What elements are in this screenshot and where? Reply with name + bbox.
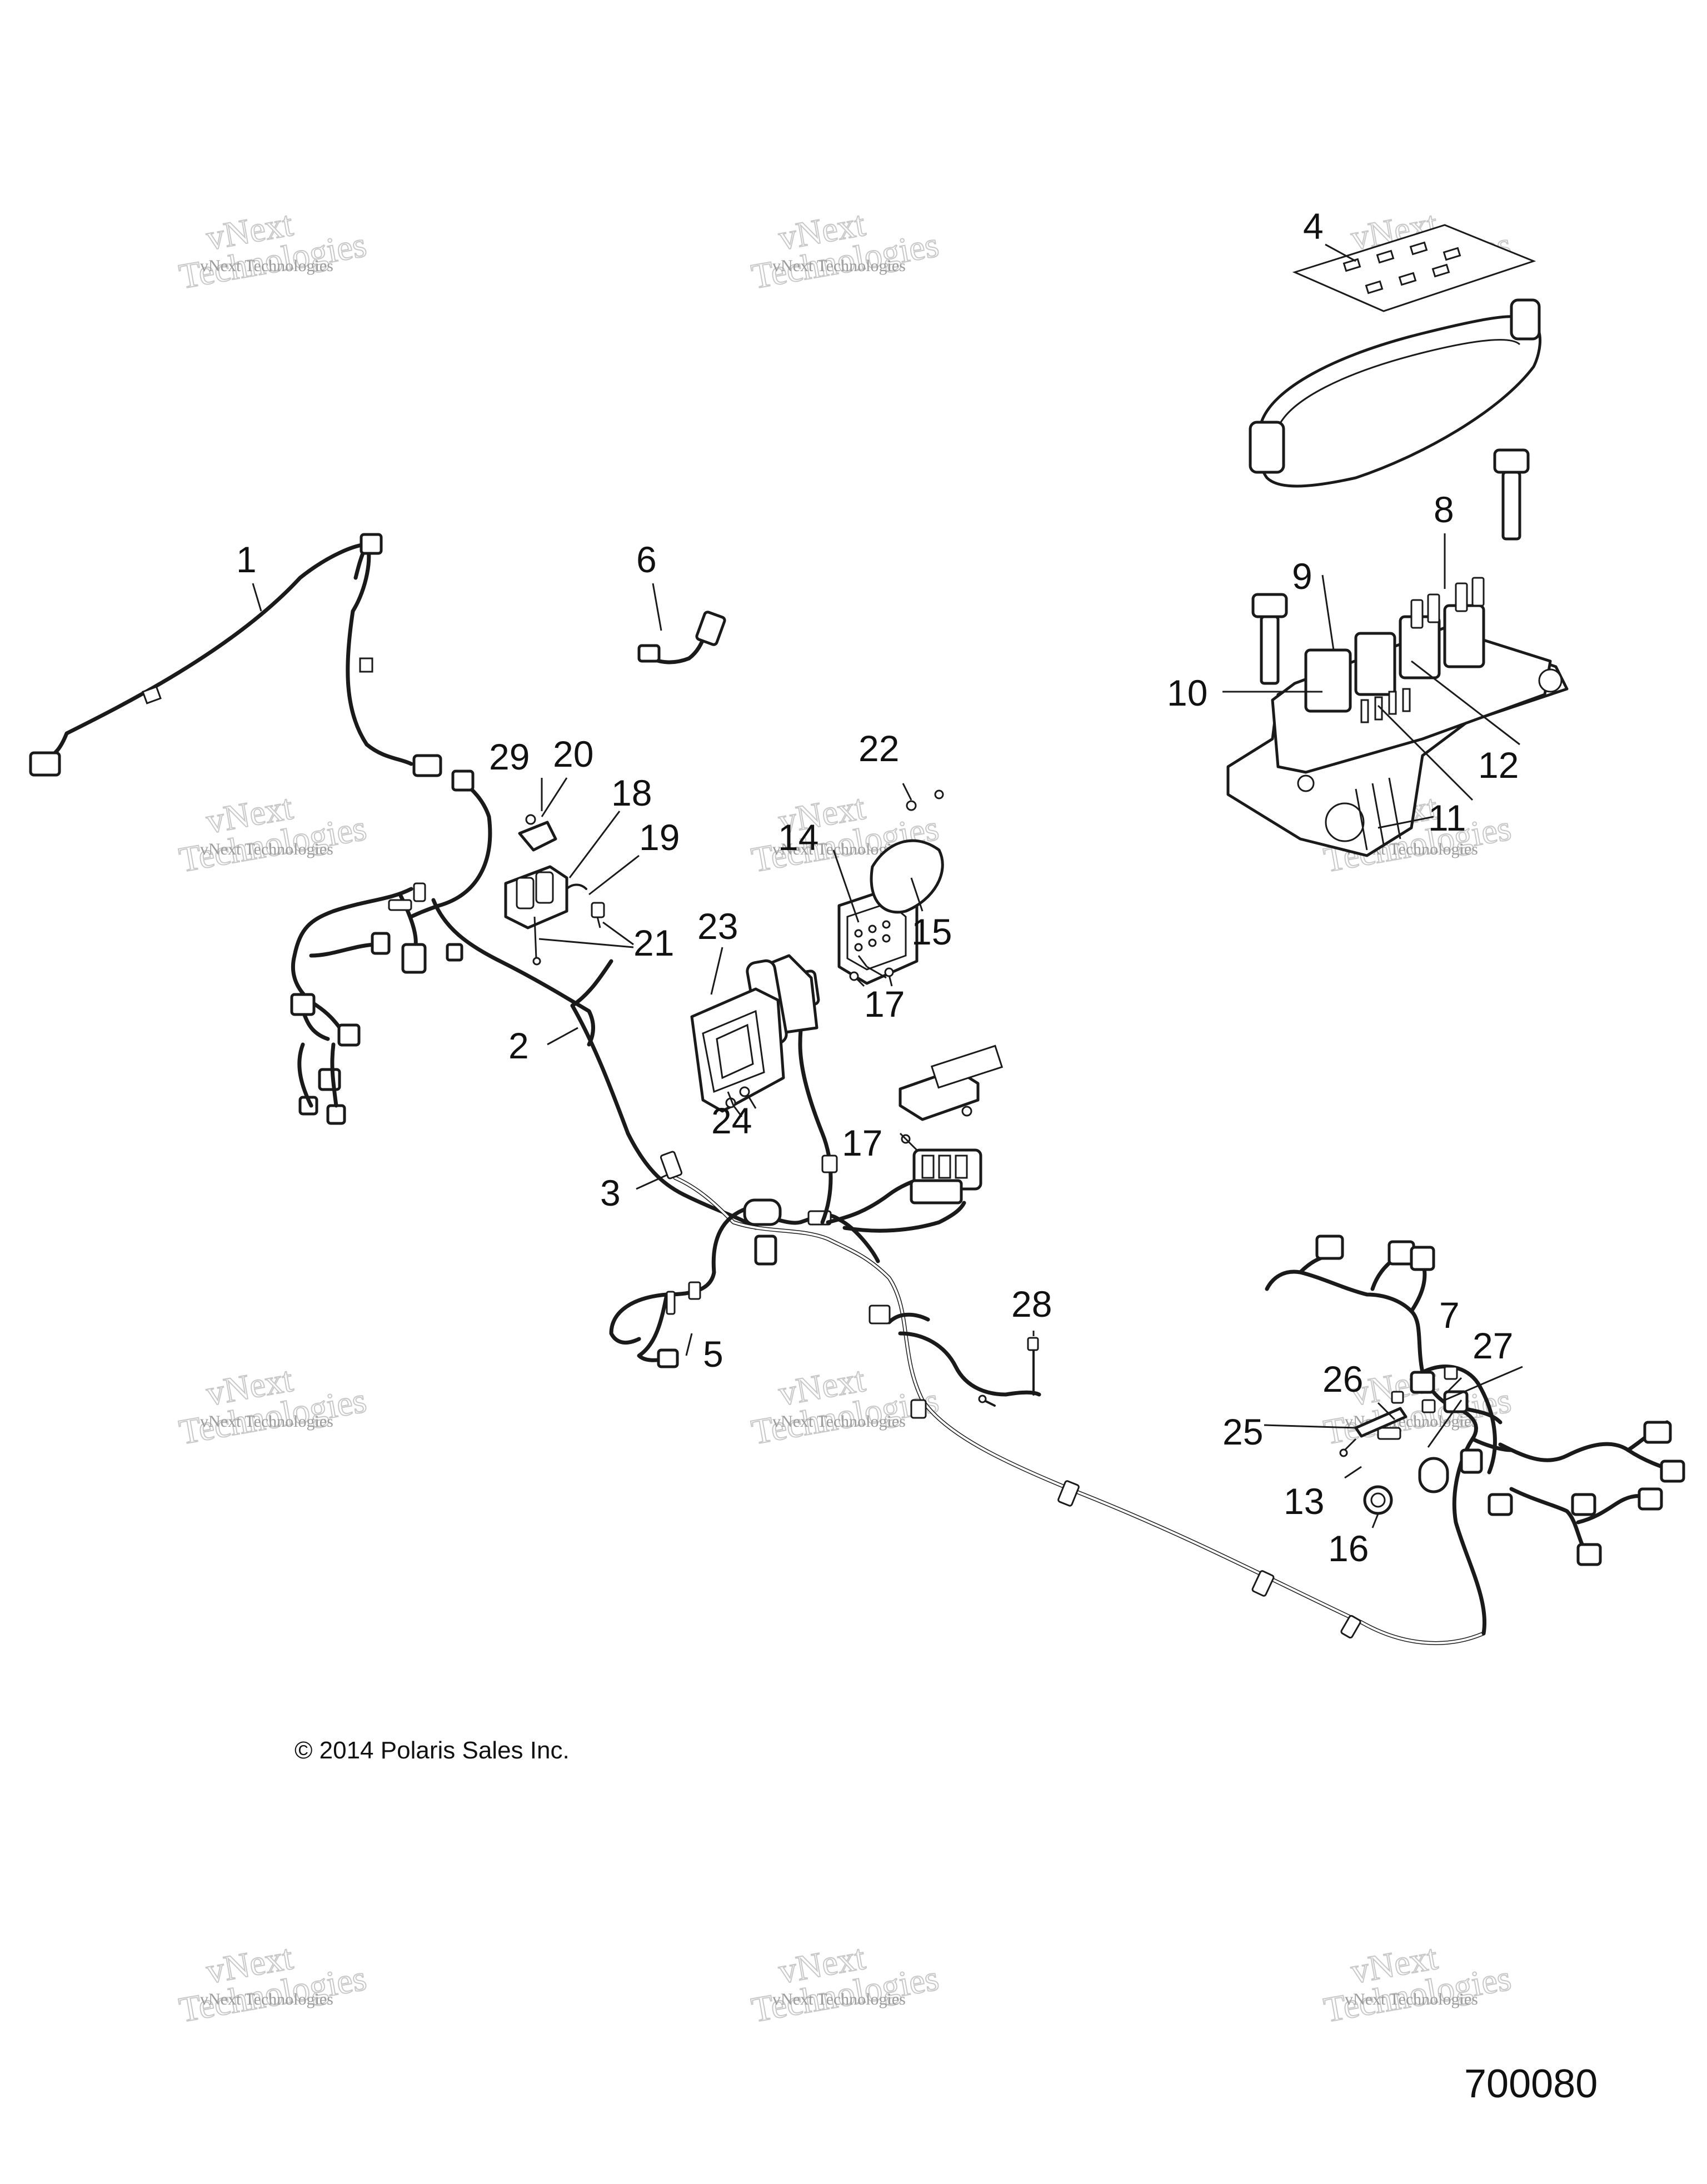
- callout-17-upper: 17: [864, 983, 905, 1024]
- callout-23: 23: [697, 906, 738, 947]
- svg-text:vNext Technologies: vNext Technologies: [772, 1990, 906, 2008]
- callout-20: 20: [553, 733, 593, 774]
- callout-7: 7: [1439, 1295, 1460, 1336]
- part-1-harness: [29, 533, 442, 777]
- callout-16: 16: [1328, 1528, 1369, 1569]
- callout-12: 12: [1478, 744, 1519, 786]
- callout-3: 3: [600, 1172, 621, 1213]
- ecm-module: [690, 987, 785, 1117]
- callout-4: 4: [1303, 206, 1324, 247]
- callout-26: 26: [1322, 1358, 1363, 1400]
- part-5-branch: [609, 1206, 750, 1368]
- callout-18: 18: [611, 772, 652, 813]
- callout-13: 13: [1284, 1481, 1324, 1522]
- callout-22: 22: [859, 728, 899, 769]
- svg-text:vNext Technologies: vNext Technologies: [1345, 1990, 1478, 2008]
- watermark: Technologies vNext vNext Technologies: [1320, 1937, 1514, 2031]
- callout-19: 19: [639, 817, 680, 858]
- svg-text:vNext Technologies: vNext Technologies: [200, 1990, 333, 2008]
- fuse-box-assembly: [1226, 224, 1569, 857]
- watermark: Technologies vNext vNext Technologies: [176, 1359, 370, 1453]
- callout-5: 5: [703, 1333, 723, 1375]
- callout-25: 25: [1222, 1411, 1263, 1452]
- svg-text:vNext Technologies: vNext Technologies: [772, 1412, 906, 1431]
- callout-6: 6: [636, 539, 657, 580]
- figure-number: 700080: [1464, 2062, 1598, 2106]
- callout-2: 2: [508, 1025, 529, 1066]
- part-2-trunk: [673, 1176, 1486, 1645]
- svg-text:vNext Technologies: vNext Technologies: [200, 1412, 333, 1431]
- part-2-main-harness: [290, 769, 758, 1230]
- watermark: Technologies vNext vNext Technologies: [176, 787, 370, 881]
- callout-11: 11: [1428, 797, 1466, 838]
- watermark: Technologies vNext vNext Technologies: [176, 203, 370, 297]
- callout-1: 1: [236, 539, 257, 580]
- copyright-notice: © 2014 Polaris Sales Inc.: [295, 1737, 570, 1764]
- callout-14: 14: [778, 817, 818, 858]
- svg-text:vNext Technologies: vNext Technologies: [200, 840, 333, 858]
- callout-9: 9: [1292, 556, 1312, 597]
- callout-15: 15: [911, 911, 952, 952]
- callouts: 1 2 3 4 5 6 7 8 9 10 11 12 13 14 15 16 1…: [236, 206, 1519, 1569]
- callout-27: 27: [1473, 1325, 1513, 1366]
- part-7-rear-harness: [1265, 1235, 1685, 1636]
- svg-text:vNext Technologies: vNext Technologies: [200, 257, 333, 275]
- callout-17-lower: 17: [842, 1122, 882, 1163]
- leader-lines: [252, 243, 1523, 1528]
- svg-text:vNext Technologies: vNext Technologies: [772, 257, 906, 275]
- watermark: Technologies vNext vNext Technologies: [748, 1937, 942, 2031]
- part-6-pigtail: [637, 611, 726, 664]
- watermark: Technologies vNext vNext Technologies: [176, 1937, 370, 2031]
- callout-8: 8: [1434, 489, 1454, 530]
- callout-21: 21: [633, 922, 674, 963]
- callout-28: 28: [1011, 1283, 1052, 1325]
- callout-10: 10: [1167, 672, 1207, 713]
- relay-bracket: [504, 814, 605, 966]
- central-junction: [660, 1151, 891, 1325]
- module-14-15: [837, 789, 944, 987]
- watermark: Technologies vNext vNext Technologies: [748, 203, 942, 297]
- callout-29: 29: [489, 736, 530, 777]
- fuse-block-small: [899, 1044, 1004, 1205]
- callout-24: 24: [711, 1100, 752, 1141]
